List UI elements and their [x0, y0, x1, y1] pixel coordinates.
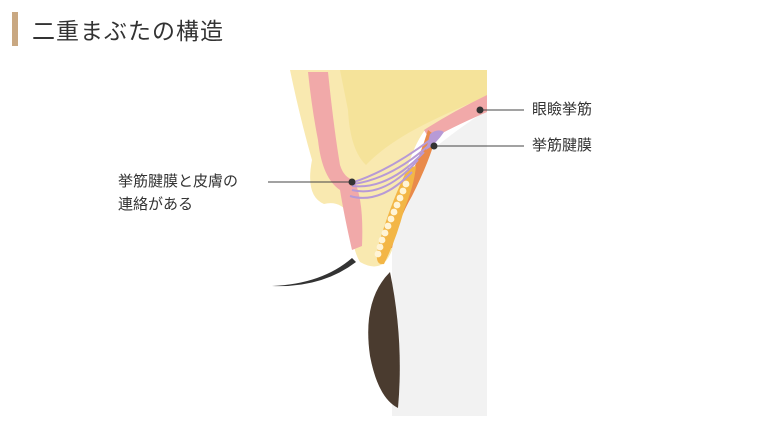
label-levator-aponeurosis: 挙筋腱膜	[532, 136, 593, 154]
connection-dot	[348, 178, 356, 186]
connection-fibers	[349, 139, 431, 199]
page-title: 二重まぶたの構造	[32, 19, 224, 45]
label-connection-line2: 連絡がある	[118, 195, 194, 213]
aponeurosis-highlight	[426, 130, 444, 150]
eyelid-skin	[290, 70, 487, 267]
eyelash	[272, 258, 356, 287]
levator-muscle	[424, 95, 487, 140]
orbital-fat	[340, 70, 487, 165]
heading-accent-bar	[12, 12, 18, 46]
label-connection: 挙筋腱膜と皮膚の 連絡がある	[118, 170, 238, 216]
page-heading: 二重まぶたの構造	[12, 12, 224, 46]
orbicularis-muscle	[308, 72, 363, 250]
pupil	[368, 272, 400, 408]
meibomian-glands	[374, 180, 410, 258]
label-levator-muscle: 眼瞼挙筋	[532, 100, 593, 118]
levator-muscle-dot	[476, 106, 484, 114]
aponeurosis-dot	[430, 142, 438, 150]
label-connection-line1: 挙筋腱膜と皮膚の	[118, 172, 239, 190]
